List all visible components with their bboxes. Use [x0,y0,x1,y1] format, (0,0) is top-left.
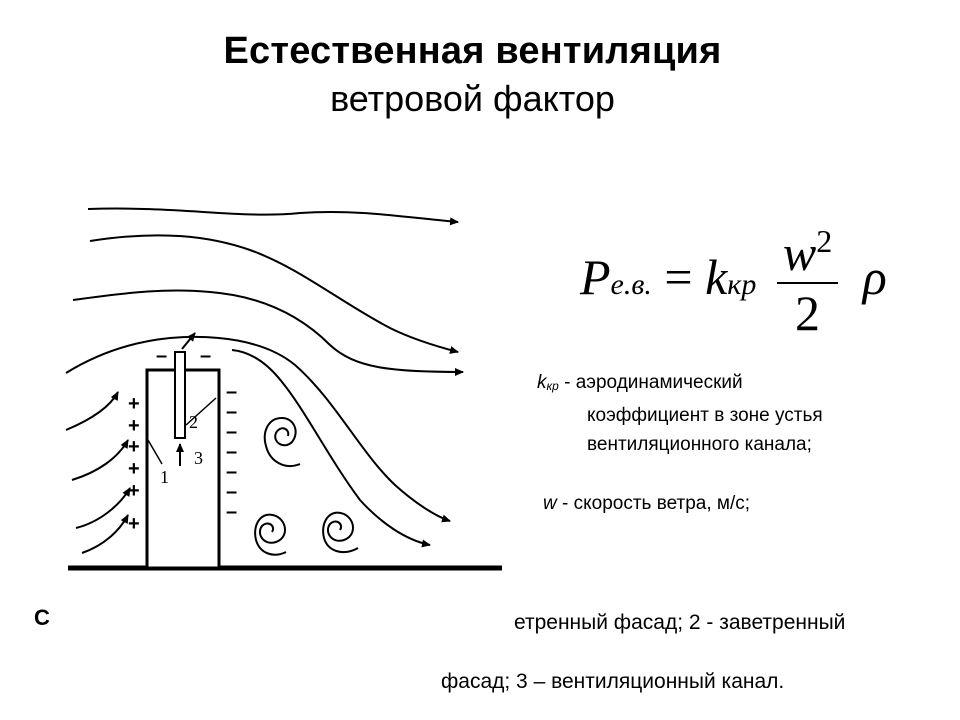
vortex-3 [322,511,359,554]
plus-sign: + [128,393,140,415]
formula-equals: = [664,249,693,306]
formula-numerator: w2 [776,223,839,284]
slide-title: Естественная вентиляция [223,30,722,72]
caption-line-1: етренный фасад; 2 - заветренный [514,611,846,634]
definition-w: w - скорость ветра, м/с; [543,493,750,515]
minus-sign: – [226,421,237,443]
streamline-1 [87,207,459,226]
label-2-leader [185,397,217,426]
vortex-1 [263,416,301,467]
definition-k-text-1: - аэродинамический [558,372,743,393]
definition-k-line1: kкр - аэродинамический [537,372,743,394]
definition-k-subscript: кр [546,379,559,393]
definition-k-line3: вентиляционного канала; [587,434,812,455]
plus-sign: + [128,436,140,458]
minus-sign: – [226,461,237,483]
minus-sign: – [226,481,237,503]
minus-sign: – [156,345,167,367]
label-1-leader [147,439,163,465]
formula-k-subscript: кр [727,268,757,302]
formula-fraction: w2 2 [776,223,839,341]
windward-arrow-1 [65,391,119,431]
caption-obscured-area [58,606,388,638]
vortex-2 [254,513,287,556]
streamline-3 [72,289,464,376]
label-1: 1 [160,467,169,487]
formula-denominator: 2 [795,284,821,341]
definition-k-symbol: k [537,372,547,393]
plus-sign: + [128,415,140,437]
formula-rho: ρ [862,249,887,306]
caption-line-2: фасад; 3 – вентиляционный канал. [441,670,785,693]
plus-sign: + [128,480,140,502]
definition-k-line2: коэффициент в зоне устья [587,405,823,426]
formula-w: w [782,225,817,281]
plus-sign: + [128,513,140,535]
formula-power: 2 [816,223,833,259]
minus-sign: – [200,345,211,367]
plus-sign: + [128,458,140,480]
channel-outflow-arrow [181,332,196,350]
minus-sign: – [226,381,237,403]
windward-arrow-4 [81,514,129,554]
minus-sign: – [226,501,237,523]
streamline-4 [65,335,451,523]
definition-w-symbol: w [543,493,557,514]
ventilation-channel [174,351,186,439]
slide-subtitle: ветровой фактор [330,78,615,119]
windward-arrow-2 [71,439,129,481]
minus-sign: – [226,441,237,463]
windward-arrow-3 [75,487,131,529]
wind-pressure-formula: Pе.в. = kкр w2 2 ρ [580,223,887,341]
minus-sign: – [226,401,237,423]
label-2: 2 [189,412,198,432]
streamline-5 [231,349,431,548]
formula-lhs: P [580,249,611,306]
caption-fragment-start: С [34,605,50,630]
formula-lhs-subscript: е.в. [610,268,652,302]
streamline-2 [89,234,459,354]
label-3: 3 [194,448,203,468]
definition-w-text: - скорость ветра, м/с; [556,493,751,514]
formula-k: k [705,249,728,306]
